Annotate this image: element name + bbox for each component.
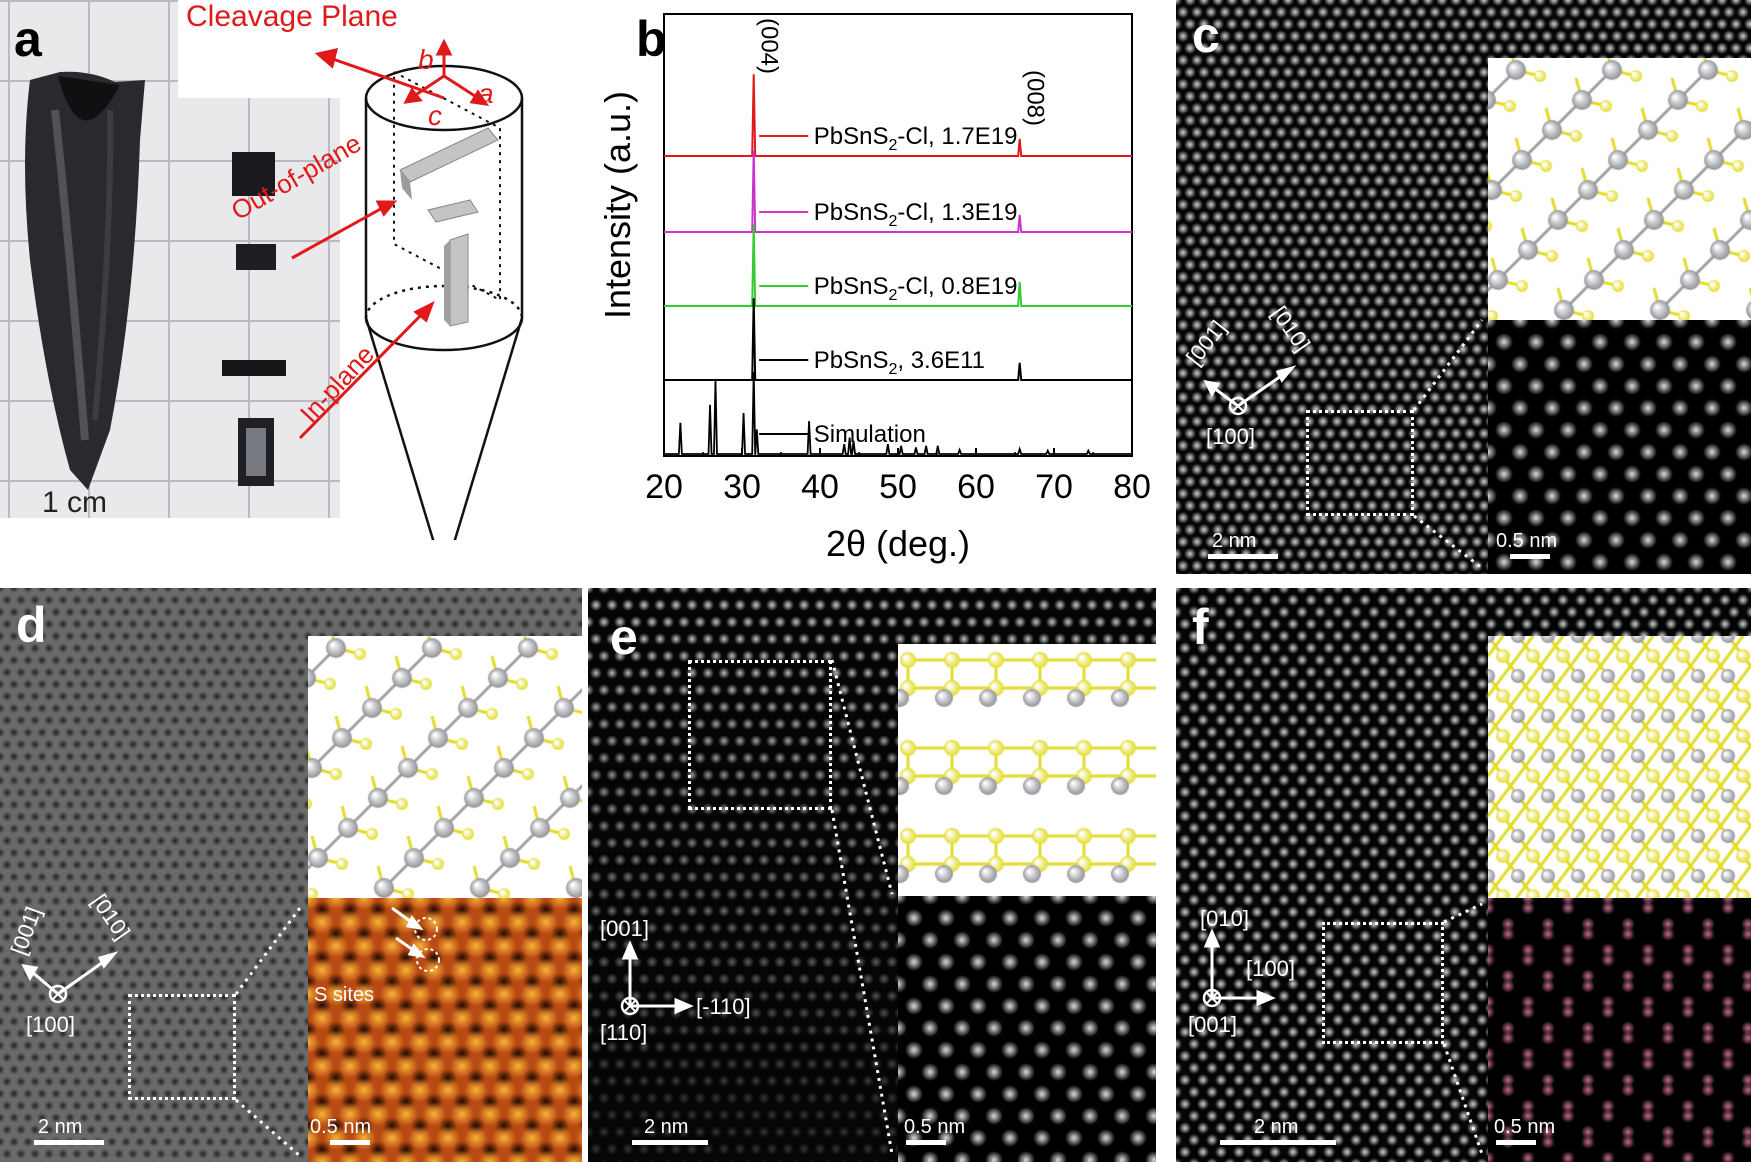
scale-bar-e: [632, 1140, 708, 1145]
plot-frame: [663, 13, 1133, 457]
axis-a-label: a: [478, 78, 494, 109]
cylinder-diagram: [291, 38, 524, 540]
dir-001-f: [001]: [1188, 1012, 1237, 1037]
scale-bar-f: [1220, 1140, 1336, 1145]
atomic-model-d: [308, 636, 582, 898]
xrd-series-3: [664, 298, 1132, 381]
cleavage-plane-label: Cleavage Plane: [186, 0, 398, 33]
scale-text-e-inset: 0.5 nm: [904, 1116, 966, 1138]
scale-bar-d: [34, 1140, 104, 1145]
panel-f: [010] [100] [001] 2 nm 0.5 nm f: [1176, 588, 1751, 1162]
axis-b-label: b: [418, 44, 434, 75]
xtick-label-0: 20: [645, 468, 683, 506]
scale-text-c-inset: 0.5 nm: [1496, 530, 1558, 552]
ingot-shape: [25, 71, 145, 490]
roi-box-d: [128, 994, 236, 1100]
dir-100-d: [100]: [26, 1012, 75, 1037]
scale-bar-f-inset: [1496, 1140, 1536, 1145]
dir-minus110-e: [-110]: [696, 994, 751, 1019]
xtick-label-2: 40: [801, 468, 839, 506]
scale-text-d-inset: 0.5 nm: [310, 1116, 372, 1138]
inset-stem-d: [308, 898, 582, 1162]
dir-001-e: [001]: [600, 916, 649, 941]
roi-box-e: [688, 660, 832, 810]
legend-label-0: PbSnS2-Cl, 1.7E19: [814, 123, 1018, 154]
scale-bar-c: [1208, 554, 1278, 559]
roi-box-f: [1322, 922, 1444, 1044]
dir-100-f: [100]: [1246, 956, 1295, 981]
xtick-label-6: 80: [1113, 468, 1151, 506]
s-sites-label: S sites: [314, 984, 375, 1006]
panel-f-label: f: [1192, 599, 1209, 655]
legend-label-4: Simulation: [814, 421, 926, 448]
panel-c: [001] [010] [100] 2 nm 0.5 nm c: [1176, 0, 1751, 574]
scale-bar-c-inset: [1510, 554, 1550, 559]
inset-stem-e: [898, 896, 1156, 1162]
inset-stem-f: [1488, 898, 1751, 1162]
xrd-series-2: [664, 224, 1132, 307]
scale-bar-d-inset: [330, 1140, 370, 1145]
atomic-model-e: [898, 644, 1156, 896]
panel-b-label: b: [636, 11, 667, 67]
scale-1cm: 1 cm: [42, 486, 108, 519]
atomic-model-c: [1488, 58, 1751, 320]
panel-a: a 1 cm Cleavage Plane b a c Out-of-plane…: [0, 0, 600, 540]
legend-label-1: PbSnS2-Cl, 1.3E19: [814, 199, 1018, 230]
crystal-photo: [0, 0, 340, 518]
xrd-series-0: [664, 74, 1132, 157]
xtick-label-3: 50: [879, 468, 917, 506]
dir-110-e: [110]: [600, 1020, 648, 1045]
peak-label-0: (004): [756, 18, 783, 74]
panel-e-label: e: [610, 609, 638, 665]
legend-label-2: PbSnS2-Cl, 0.8E19: [814, 273, 1018, 304]
xtick-label-5: 70: [1035, 468, 1073, 506]
panel-e: [001] [-110] [110] 2 nm 0.5 nm e: [588, 588, 1156, 1162]
panel-a-label: a: [14, 11, 42, 67]
dir-100-c: [100]: [1206, 424, 1255, 449]
dir-010-f: [010]: [1200, 906, 1249, 931]
scale-text-c: 2 nm: [1212, 530, 1257, 552]
chip-2: [236, 244, 276, 270]
panel-d-label: d: [16, 597, 47, 653]
xrd-series-1: [664, 150, 1132, 233]
legend-label-3: PbSnS2, 3.6E11: [814, 347, 985, 378]
roi-box-c: [1306, 410, 1414, 516]
atomic-model-f: [1488, 636, 1751, 898]
chip-1: [232, 152, 275, 196]
y-axis-label: Intensity (a.u.): [597, 91, 638, 319]
scale-text-f-inset: 0.5 nm: [1494, 1116, 1556, 1138]
axis-c-label: c: [428, 100, 442, 131]
inset-stem-c: [1488, 320, 1751, 574]
peak-label-1: (008): [1022, 70, 1049, 126]
chip-3: [222, 360, 286, 376]
xtick-label-4: 60: [957, 468, 995, 506]
xtick-label-1: 30: [723, 468, 761, 506]
x-axis-label: 2θ (deg.): [826, 523, 970, 564]
scale-text-f: 2 nm: [1254, 1116, 1299, 1138]
xrd-series-4: [664, 371, 1132, 455]
scale-text-e: 2 nm: [644, 1116, 689, 1138]
scale-bar-e-inset: [906, 1140, 946, 1145]
panel-c-label: c: [1192, 7, 1220, 63]
panel-d: [001] [010] [100] S sites 2 nm 0.5 nm d: [0, 588, 582, 1162]
scale-text-d: 2 nm: [38, 1116, 83, 1138]
